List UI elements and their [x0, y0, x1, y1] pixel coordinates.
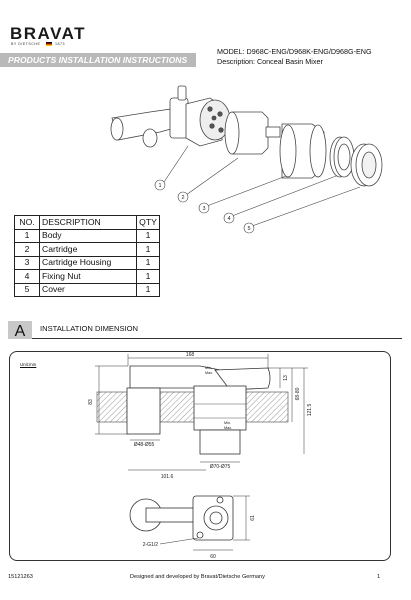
row-qty: 1 [136, 228, 160, 243]
callout-1: 1 [158, 183, 161, 189]
row-qty: 1 [136, 255, 160, 270]
row-no: 1 [14, 228, 40, 243]
section-title: INSTALLATION DIMENSION [40, 324, 139, 333]
section-divider [32, 338, 402, 339]
part-cover-illustration [350, 143, 383, 187]
label-min-top: Min. [205, 366, 212, 370]
part-cartridge-housing-illustration [279, 123, 327, 179]
section-letter-box: A [8, 321, 32, 340]
callout-2: 2 [181, 195, 184, 201]
spout-outline [129, 365, 231, 389]
thread-label: 2-G1/2 [143, 542, 159, 548]
row-description: Body [39, 228, 137, 243]
valve-lower [199, 429, 241, 455]
page-number: 1 [377, 574, 381, 580]
callout-4: 4 [227, 216, 230, 222]
row-no: 2 [14, 242, 40, 257]
row-no: 3 [14, 255, 40, 270]
banner-title: PRODUCTS INSTALLATION INSTRUCTIONS [8, 55, 188, 65]
dim-60: 60 [210, 554, 216, 560]
brand-year: 1873 [55, 42, 65, 46]
german-flag-icon [46, 42, 52, 47]
table-row: 2 Cartridge 1 [14, 242, 160, 257]
dim-dia-48-55: Ø48-Ø55 [134, 442, 155, 448]
table-row: 4 Fixing Nut 1 [14, 269, 160, 284]
row-qty: 1 [136, 282, 160, 297]
parts-table: NO. DESCRIPTION QTY 1 Body 1 2 Cartridge… [14, 215, 160, 297]
callout-5: 5 [247, 226, 250, 232]
row-qty: 1 [136, 242, 160, 257]
exploded-view-diagram: 1 2 3 4 5 [110, 85, 383, 234]
row-description: Cartridge [39, 242, 137, 257]
label-max: Max. [224, 426, 232, 430]
svg-text:A: A [15, 323, 26, 339]
part-body-illustration [110, 85, 231, 148]
plan-outlet-inner [209, 511, 223, 525]
row-no: 5 [14, 282, 40, 297]
dim-168: 168 [186, 352, 195, 358]
dim-dia-70-75: Ø70-Ø75 [210, 464, 231, 470]
brand-tagline: BY DIETSCHE [11, 42, 41, 46]
model-number: MODEL: D968C-ENG/D968K-ENG/D968G-ENG [217, 47, 372, 56]
footer-credit: Designed and developed by Bravat/Dietsch… [130, 574, 265, 580]
installation-dimension-drawing: 168 83 13 68-80 121.5 Ø48-Ø55 Ø70-Ø75 Mi… [88, 352, 313, 560]
table-row: 5 Cover 1 [14, 282, 160, 297]
dim-121-5: 121.5 [307, 404, 313, 417]
part-fixing-nut-illustration [329, 136, 355, 178]
row-description: Cover [39, 282, 137, 297]
dimension-frame [9, 351, 391, 561]
callout-3: 3 [202, 206, 205, 212]
spout-stem [126, 387, 161, 435]
footer-code: 15121263 [8, 574, 33, 580]
row-description: Fixing Nut [39, 269, 137, 284]
row-description: Cartridge Housing [39, 255, 137, 270]
dim-101-6: 101.6 [161, 474, 174, 480]
table-row: 1 Body 1 [14, 228, 160, 243]
section-letter-a-icon: A [15, 323, 26, 340]
header-qty: QTY [136, 215, 160, 230]
parts-table-header: NO. DESCRIPTION QTY [14, 215, 160, 230]
valve-body [193, 385, 247, 431]
unit-label: Unit:mm [20, 362, 37, 367]
dim-83: 83 [88, 399, 94, 405]
header-no: NO. [14, 215, 40, 230]
table-row: 3 Cartridge Housing 1 [14, 255, 160, 270]
part-cartridge-illustration [224, 111, 281, 155]
dim-68-80: 68-80 [295, 387, 301, 400]
label-min: Min. [224, 421, 231, 425]
handle-outline [214, 367, 271, 391]
label-max-top: Max. [205, 371, 213, 375]
row-no: 4 [14, 269, 40, 284]
dim-13: 13 [283, 375, 289, 381]
brand-logo: BRAVAT [10, 24, 87, 43]
plan-thread-left [196, 531, 204, 539]
dim-61: 61 [250, 515, 256, 521]
plan-thread-top [216, 496, 224, 504]
wall-section-left [96, 391, 128, 423]
banner-bar [0, 53, 196, 67]
product-description: Description: Conceal Basin Mixer [217, 57, 323, 66]
header-description: DESCRIPTION [39, 215, 137, 230]
row-qty: 1 [136, 269, 160, 284]
